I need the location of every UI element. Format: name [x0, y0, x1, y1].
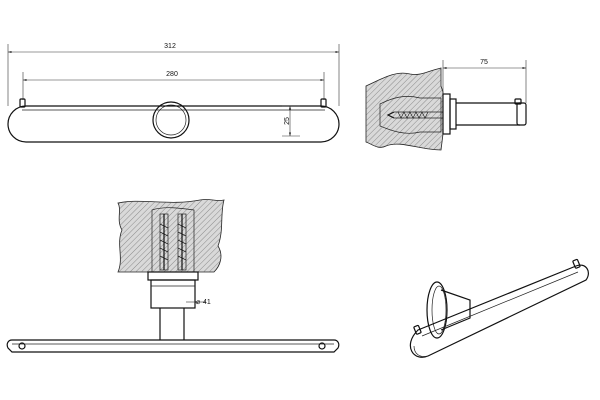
left-post-perspective	[413, 324, 422, 335]
perspective-view	[409, 258, 589, 358]
right-post-perspective	[572, 258, 581, 269]
mounting-plate-top	[147, 271, 199, 281]
holder-bar-perspective	[409, 264, 589, 358]
wall-screw	[386, 111, 443, 119]
dimension-rosette-diameter: ⌀ 41	[186, 299, 211, 306]
rosette-diameter-label: 41	[203, 299, 211, 306]
holder-bar-top	[6, 339, 340, 353]
anchor-left	[159, 213, 169, 271]
front-view: 312 280 25	[7, 43, 340, 143]
top-view: ⌀ 41	[6, 199, 340, 353]
bar-height-label: 25	[284, 117, 291, 125]
mounting-plate	[442, 93, 451, 135]
right-end-post	[320, 98, 327, 108]
post-spacing-label: 280	[166, 71, 178, 78]
bar-end-side	[516, 102, 527, 126]
left-end-post	[19, 98, 26, 108]
holder-bar	[7, 105, 340, 143]
rosette-perspective	[426, 281, 448, 339]
rosette-top	[150, 279, 196, 309]
diameter-symbol: ⌀	[196, 299, 200, 306]
left-post-top	[18, 342, 26, 350]
rosette-side	[449, 98, 457, 130]
dimension-bar-height: 25	[282, 105, 300, 137]
anchor-right	[177, 213, 187, 271]
projection-label: 75	[480, 59, 488, 66]
right-post-top	[318, 342, 326, 350]
wall-rosette	[152, 101, 190, 139]
dimension-overall-length: 312	[7, 43, 340, 106]
overall-length-label: 312	[164, 43, 176, 50]
dimension-post-spacing: 280	[22, 71, 325, 100]
dimension-projection: 75	[442, 59, 527, 103]
side-view: 75	[365, 59, 527, 151]
